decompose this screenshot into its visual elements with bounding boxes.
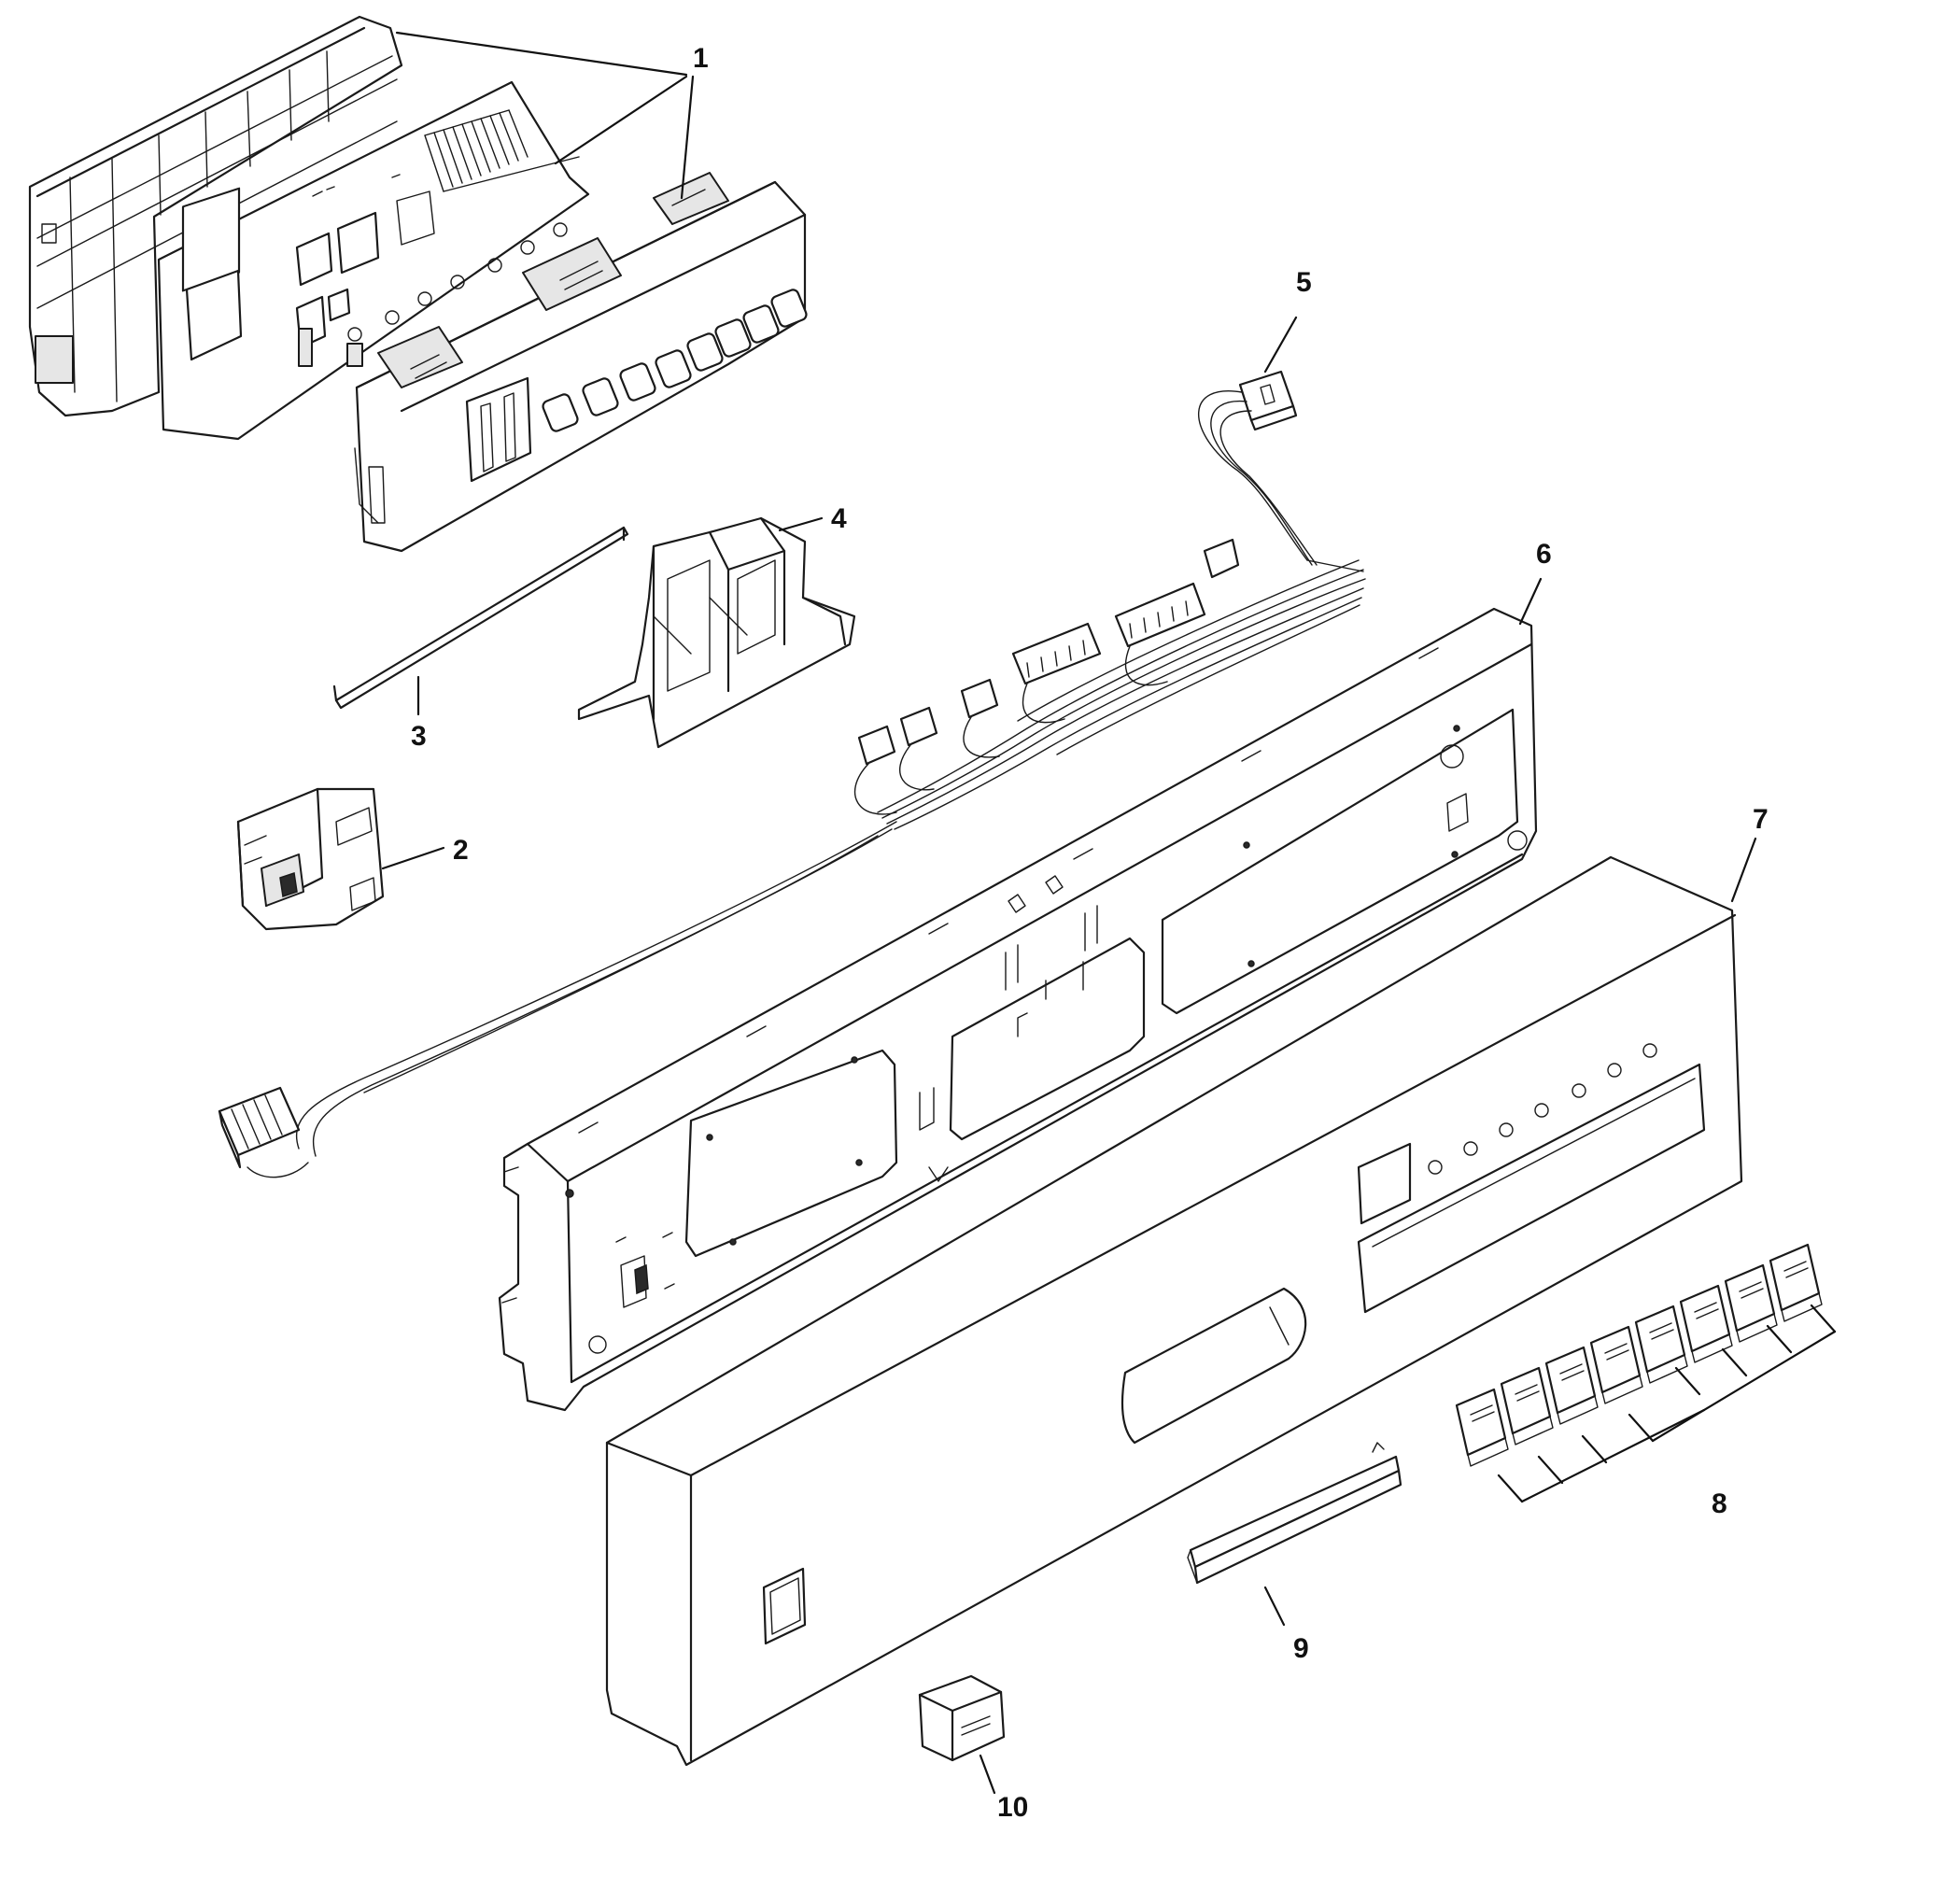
part-8-push-buttons [1455, 1243, 1837, 1503]
callout-7: 7 [1753, 804, 1769, 835]
leader-lines [381, 31, 1757, 1795]
part-6-inner-panel [498, 607, 1538, 1412]
part-10-cap [918, 1674, 1006, 1762]
callout-2: 2 [453, 835, 469, 866]
leader-5 [1263, 316, 1298, 374]
callout-labels: 1 2 3 4 5 6 7 8 9 10 [411, 43, 1769, 1823]
leader-1c [680, 75, 695, 200]
leader-2 [381, 846, 445, 870]
part-5-wire-harness [218, 370, 1366, 1178]
part-1-front-bracket [354, 172, 808, 553]
part-2-switch [236, 787, 385, 931]
callout-3: 3 [411, 721, 427, 752]
callout-1: 1 [693, 43, 709, 74]
callout-6: 6 [1536, 539, 1552, 570]
part-7-fascia-panel [605, 855, 1743, 1767]
part-1-circuit-board [157, 80, 590, 441]
part-4-switch-bracket [577, 516, 856, 749]
callout-9: 9 [1293, 1633, 1309, 1664]
callout-5: 5 [1296, 267, 1312, 298]
leader-6 [1518, 577, 1543, 626]
leader-1b [554, 75, 688, 165]
callout-4: 4 [831, 503, 847, 534]
leader-9 [1263, 1586, 1286, 1627]
leader-1a [395, 31, 688, 77]
leader-4 [778, 516, 824, 532]
harness-end-connector [218, 1086, 309, 1178]
callout-8: 8 [1712, 1488, 1727, 1519]
part-3-wire-rod [332, 526, 629, 710]
leader-10 [979, 1754, 996, 1795]
part-1-rear-housing [28, 15, 403, 417]
leader-7 [1730, 837, 1757, 903]
callout-10: 10 [997, 1792, 1028, 1823]
part-9-trim-strip [1187, 1442, 1402, 1585]
part-1-control-module [28, 15, 808, 553]
